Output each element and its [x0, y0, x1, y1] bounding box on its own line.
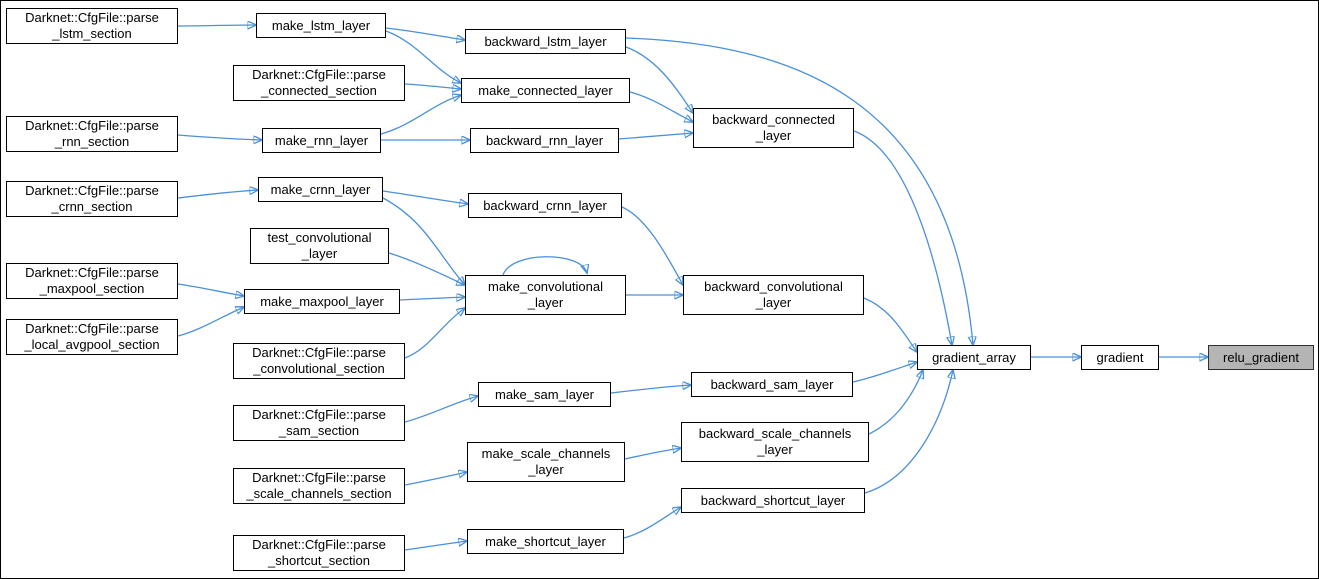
node-parse-connected-section[interactable]: Darknet::CfgFile::parse _connected_secti… [233, 65, 405, 101]
node-make-crnn-layer[interactable]: make_crnn_layer [258, 177, 383, 202]
edge-test_convolutional_layer-make_convolutional_layer [388, 252, 465, 285]
node-parse-lstm-section[interactable]: Darknet::CfgFile::parse _lstm_section [6, 8, 178, 44]
node-make-maxpool-layer[interactable]: make_maxpool_layer [244, 289, 400, 314]
node-parse-local-avgpool-section[interactable]: Darknet::CfgFile::parse _local_avgpool_s… [6, 319, 178, 355]
edge-make_lstm_layer-make_connected_layer [385, 30, 461, 83]
node-gradient-array[interactable]: gradient_array [917, 345, 1031, 370]
node-label: backward_convolutional _layer [704, 279, 843, 310]
node-label: Darknet::CfgFile::parse _scale_channels_… [246, 470, 392, 501]
node-label: Darknet::CfgFile::parse _sam_section [252, 407, 386, 438]
node-make-scale-channels-layer[interactable]: make_scale_channels _layer [467, 442, 625, 482]
node-label: backward_sam_layer [710, 376, 834, 392]
node-backward-connected-layer[interactable]: backward_connected _layer [693, 108, 854, 148]
node-backward-scale-channels-layer[interactable]: backward_scale_channels _layer [681, 422, 869, 462]
edge-parse_maxpool_section-make_maxpool_layer [177, 283, 244, 296]
node-label: Darknet::CfgFile::parse _shortcut_sectio… [252, 537, 386, 568]
node-make-connected-layer[interactable]: make_connected_layer [461, 78, 630, 103]
node-label: gradient [1096, 349, 1144, 365]
node-label: gradient_array [932, 349, 1016, 365]
edge-backward_connected_layer-gradient_array [853, 130, 952, 345]
node-label: make_lstm_layer [271, 17, 371, 33]
edge-backward_sam_layer-gradient_array [852, 362, 917, 383]
edge-parse_convolutional_section-make_convolutional_layer [404, 308, 465, 359]
edge-backward_rnn_layer-backward_connected_layer [618, 133, 693, 140]
node-label: backward_lstm_layer [484, 33, 607, 49]
node-label: Darknet::CfgFile::parse _convolutional_s… [252, 345, 386, 376]
edge-parse_scale_channels_section-make_scale_channels_layer [404, 472, 467, 486]
node-make-rnn-layer[interactable]: make_rnn_layer [262, 128, 381, 153]
node-label: backward_rnn_layer [485, 132, 604, 148]
edge-make_sam_layer-backward_sam_layer [610, 385, 691, 394]
node-make-sam-layer[interactable]: make_sam_layer [478, 382, 611, 407]
node-backward-sam-layer[interactable]: backward_sam_layer [691, 372, 853, 397]
edge-make_lstm_layer-backward_lstm_layer [385, 27, 465, 40]
edge-parse_lstm_section-make_lstm_layer [177, 25, 256, 26]
node-label: Darknet::CfgFile::parse _local_avgpool_s… [24, 321, 160, 352]
node-label: Darknet::CfgFile::parse _connected_secti… [252, 67, 386, 98]
node-make-shortcut-layer[interactable]: make_shortcut_layer [467, 529, 624, 554]
node-backward-rnn-layer[interactable]: backward_rnn_layer [470, 128, 619, 153]
edge-parse_shortcut_section-make_shortcut_layer [404, 541, 467, 551]
node-make-lstm-layer[interactable]: make_lstm_layer [256, 13, 386, 38]
node-label: test_convolutional _layer [267, 230, 372, 261]
edge-make_scale_channels_layer-backward_scale_channels_layer [624, 448, 681, 460]
node-label: backward_connected _layer [712, 112, 835, 143]
node-make-convolutional-layer[interactable]: make_convolutional _layer [465, 275, 626, 315]
node-label: make_scale_channels _layer [481, 446, 611, 477]
edge-make_convolutional_layer-self [502, 256, 587, 276]
node-gradient[interactable]: gradient [1081, 345, 1159, 370]
edge-parse_crnn_section-make_crnn_layer [177, 190, 258, 199]
node-label: make_connected_layer [478, 82, 613, 98]
edge-make_rnn_layer-make_connected_layer [380, 95, 461, 135]
edge-backward_shortcut_layer-gradient_array [864, 370, 953, 494]
node-parse-shortcut-section[interactable]: Darknet::CfgFile::parse _shortcut_sectio… [233, 535, 405, 571]
edge-backward_convolutional_layer-gradient_array [863, 297, 917, 352]
node-label: Darknet::CfgFile::parse _crnn_section [25, 183, 159, 214]
node-label: make_convolutional _layer [488, 279, 603, 310]
node-parse-rnn-section[interactable]: Darknet::CfgFile::parse _rnn_section [6, 116, 178, 152]
node-parse-sam-section[interactable]: Darknet::CfgFile::parse _sam_section [233, 405, 405, 441]
node-label: make_maxpool_layer [260, 293, 384, 309]
node-label: Darknet::CfgFile::parse _lstm_section [25, 10, 159, 41]
node-backward-crnn-layer[interactable]: backward_crnn_layer [468, 193, 622, 218]
node-label: make_shortcut_layer [485, 533, 606, 549]
edge-parse_local_avgpool_section-make_maxpool_layer [177, 307, 244, 337]
node-parse-scale-channels-section[interactable]: Darknet::CfgFile::parse _scale_channels_… [233, 468, 405, 504]
edge-make_shortcut_layer-backward_shortcut_layer [623, 507, 681, 539]
node-parse-maxpool-section[interactable]: Darknet::CfgFile::parse _maxpool_section [6, 263, 178, 299]
node-label: Darknet::CfgFile::parse _rnn_section [25, 118, 159, 149]
node-label: make_rnn_layer [274, 132, 369, 148]
node-label: backward_scale_channels _layer [698, 426, 852, 457]
node-backward-convolutional-layer[interactable]: backward_convolutional _layer [683, 275, 864, 315]
edge-parse_connected_section-make_connected_layer [404, 83, 461, 89]
edge-backward_lstm_layer-backward_connected_layer [625, 46, 693, 113]
node-backward-lstm-layer[interactable]: backward_lstm_layer [465, 29, 626, 54]
edge-parse_rnn_section-make_rnn_layer [177, 134, 262, 140]
edge-backward_crnn_layer-backward_convolutional_layer [621, 206, 683, 285]
node-label: Darknet::CfgFile::parse _maxpool_section [25, 265, 159, 296]
edge-make_maxpool_layer-make_convolutional_layer [399, 297, 465, 300]
edge-backward_lstm_layer-gradient_array [625, 37, 973, 345]
node-label: backward_crnn_layer [483, 197, 607, 213]
edge-backward_scale_channels_layer-gradient_array [868, 370, 923, 435]
edge-parse_sam_section-make_sam_layer [404, 396, 478, 423]
node-parse-crnn-section[interactable]: Darknet::CfgFile::parse _crnn_section [6, 181, 178, 217]
node-label: make_sam_layer [495, 386, 594, 402]
node-label: make_crnn_layer [270, 181, 371, 197]
edge-make_connected_layer-backward_connected_layer [629, 91, 693, 122]
node-label: relu_gradient [1223, 349, 1299, 365]
edge-make_crnn_layer-backward_crnn_layer [382, 190, 468, 204]
node-test-convolutional-layer[interactable]: test_convolutional _layer [250, 228, 389, 264]
node-label: backward_shortcut_layer [700, 492, 846, 508]
node-relu-gradient: relu_gradient [1208, 345, 1314, 370]
edge-make_crnn_layer-make_convolutional_layer [382, 197, 465, 285]
node-backward-shortcut-layer[interactable]: backward_shortcut_layer [681, 488, 865, 513]
node-parse-convolutional-section[interactable]: Darknet::CfgFile::parse _convolutional_s… [233, 343, 405, 379]
